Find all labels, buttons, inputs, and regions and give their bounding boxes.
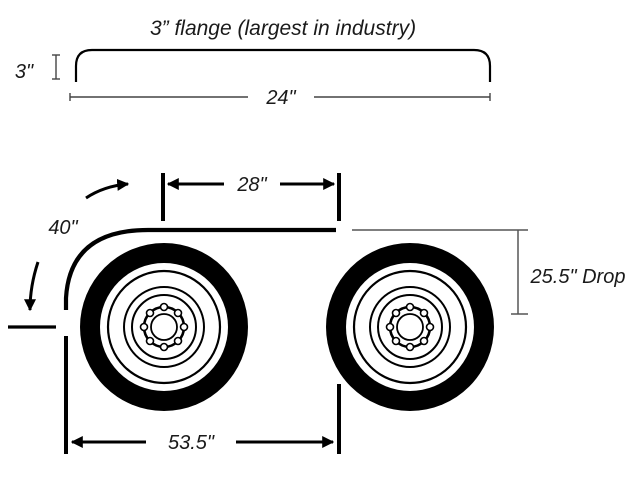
flange-profile: 3” flange (largest in industry) 3" 24" [15,17,492,109]
wheel-span-dimension [64,336,341,454]
drop-dimension [352,229,528,315]
fender-length-dimension [161,173,341,221]
front-wheel-lug-nuts [139,302,189,352]
fender-line [63,227,336,310]
fender-assembly: 28" 40" 25.5" Drop [8,173,625,454]
front-wheel [80,243,248,411]
rear-wheel-lug-nuts [385,302,435,352]
flange-width-dimension [69,93,491,101]
flange-outline [74,48,492,82]
flange-height-dimension [52,54,60,80]
arc-dimension [8,178,130,329]
flange-width-label: 24" [265,87,296,109]
flange-title: 3” flange (largest in industry) [150,17,416,40]
flange-height-label: 3" [15,61,34,83]
wheel-span-label: 53.5" [168,432,215,454]
rear-wheel [326,243,494,411]
fender-length-label: 28" [236,174,267,196]
drop-label: 25.5" Drop [530,266,626,288]
arc-length-label: 40" [48,217,78,239]
